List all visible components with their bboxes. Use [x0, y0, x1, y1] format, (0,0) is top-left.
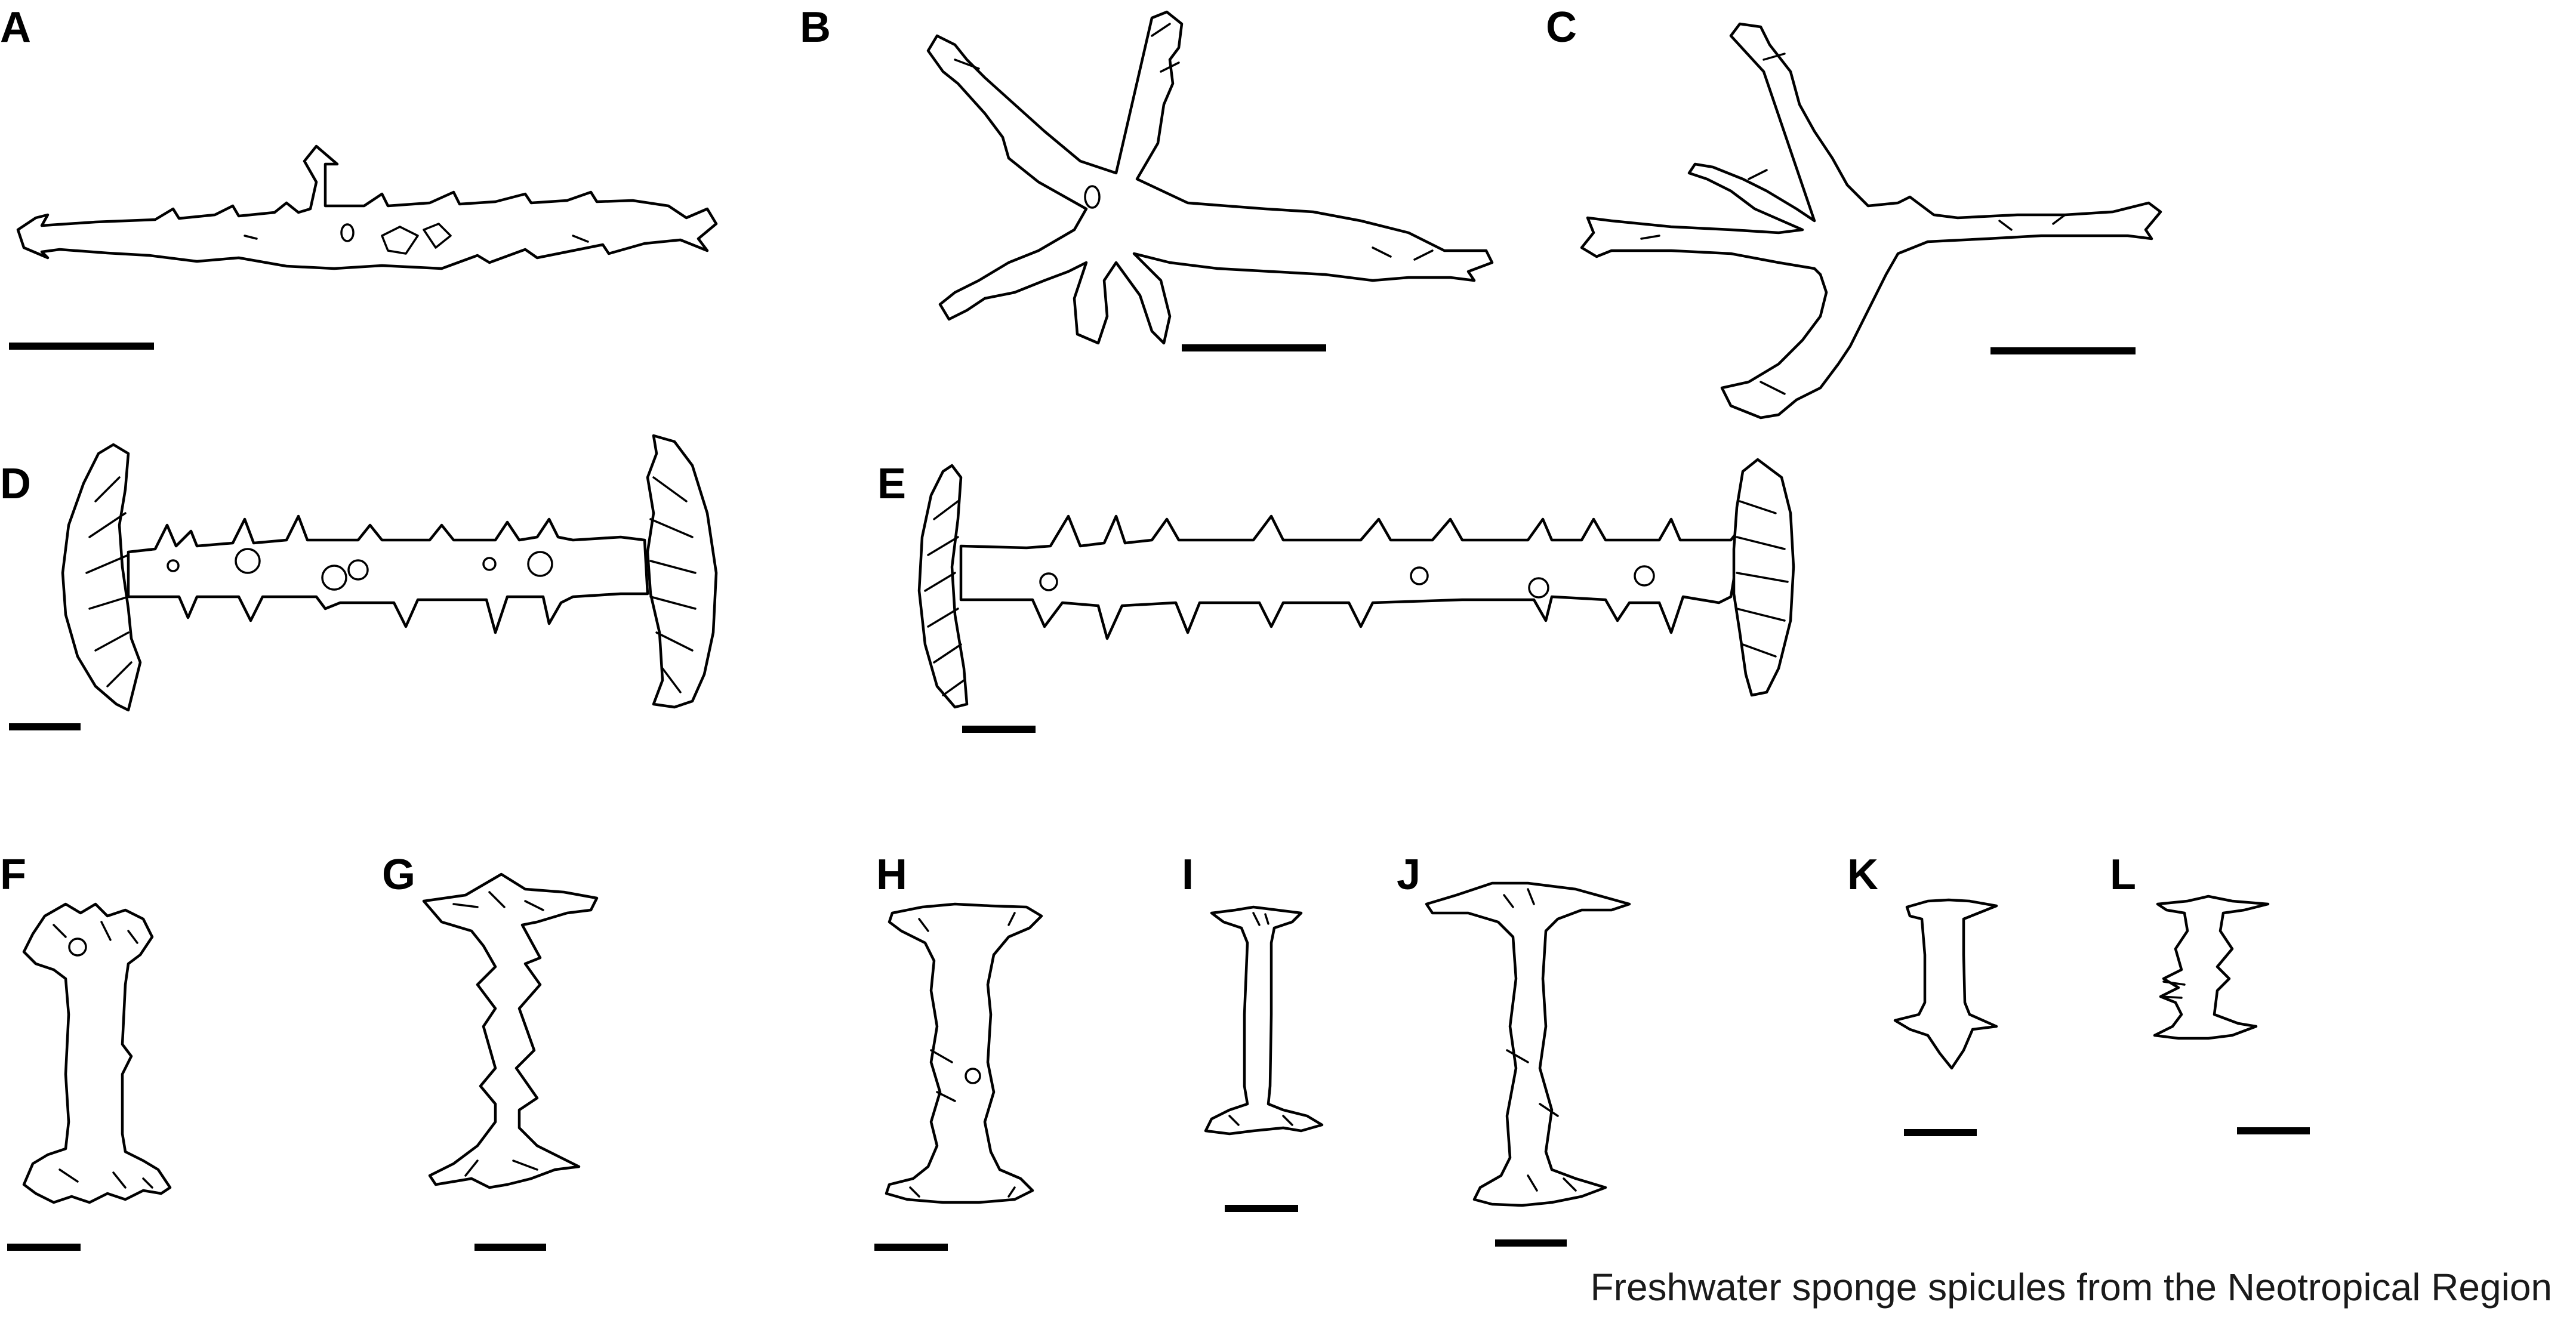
spicule-a — [16, 144, 718, 270]
spicule-i — [1204, 905, 1324, 1136]
panel-letter-a: A — [0, 4, 31, 51]
panel-h: H — [874, 851, 1043, 1251]
spicule-e — [917, 458, 1795, 709]
spicule-j — [1425, 881, 1631, 1207]
panel-letter-b: B — [800, 4, 831, 51]
panel-letter-l: L — [2110, 851, 2136, 899]
panel-c: C — [1546, 4, 2162, 420]
spicule-g — [422, 872, 599, 1189]
spicule-b — [926, 10, 1494, 345]
panel-l: L — [2110, 851, 2310, 1134]
spicule-d — [61, 434, 718, 712]
panel-letter-h: H — [876, 851, 907, 899]
panel-g: G — [382, 851, 599, 1251]
panel-f: F — [0, 851, 172, 1251]
panel-j: J — [1397, 851, 1631, 1247]
panel-i: I — [1182, 851, 1324, 1212]
figure-caption: Freshwater sponge spicules from the Neot… — [1590, 1266, 2552, 1309]
panel-letter-k: K — [1847, 851, 1878, 899]
panel-letter-f: F — [0, 851, 26, 899]
spicule-c — [1580, 22, 2162, 420]
spicule-l — [2153, 895, 2270, 1040]
panel-letter-d: D — [0, 460, 31, 508]
panel-a: A — [0, 4, 718, 350]
panel-letter-j: J — [1397, 851, 1421, 899]
panel-e: E — [877, 458, 1795, 733]
panel-letter-c: C — [1546, 4, 1577, 51]
panel-b: B — [800, 4, 1494, 351]
panel-letter-i: I — [1182, 851, 1194, 899]
panel-letter-g: G — [382, 851, 415, 899]
spicule-h — [885, 902, 1043, 1204]
panel-d: D — [0, 434, 718, 730]
spicule-k — [1893, 898, 1998, 1070]
spicule-f — [22, 902, 172, 1204]
panel-letter-e: E — [877, 460, 906, 508]
panel-k: K — [1847, 851, 1998, 1136]
